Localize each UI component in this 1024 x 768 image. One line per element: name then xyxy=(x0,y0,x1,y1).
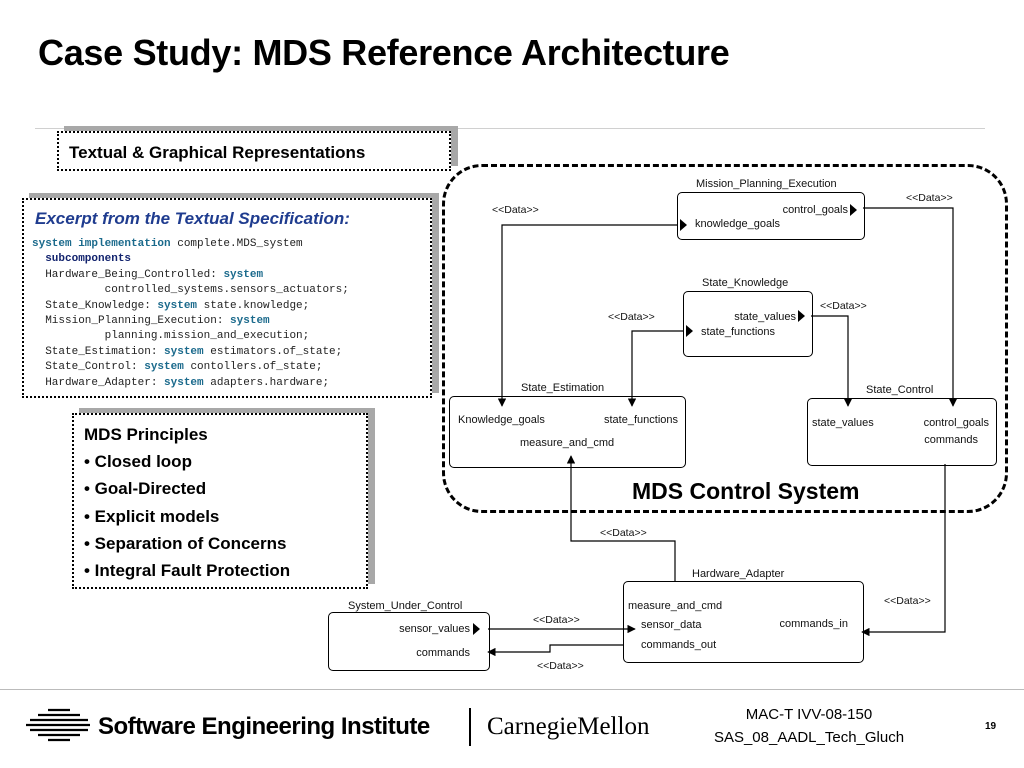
port-label: control_goals xyxy=(782,204,848,216)
port-label: knowledge_goals xyxy=(695,218,781,230)
block-title-se: State_Estimation xyxy=(521,382,605,394)
data-stereotype: <<Data>> xyxy=(533,614,580,626)
block-hardware-adapter: measure_and_cmd sensor_data commands_out… xyxy=(623,581,864,663)
wire-control-goals xyxy=(863,207,958,407)
title-divider xyxy=(35,128,985,129)
block-state-knowledge: state_values state_functions xyxy=(683,291,813,357)
port-marker xyxy=(798,310,805,322)
block-title-mpe: Mission_Planning_Execution xyxy=(696,178,837,190)
spec-text: Mission_Planning_Execution: xyxy=(45,315,231,328)
cmu-wordmark: CarnegieMellon xyxy=(487,713,650,740)
page-number: 19 xyxy=(985,721,997,732)
doc-ref-id: MAC-T IVV-08-150 xyxy=(745,706,873,723)
data-stereotype: <<Data>> xyxy=(537,660,584,672)
sei-wordmark: Software Engineering Institute xyxy=(98,713,430,740)
principle-item: • Goal-Directed xyxy=(84,479,207,498)
wire-state-values xyxy=(811,315,853,407)
data-stereotype: <<Data>> xyxy=(820,300,867,312)
footer-separator xyxy=(469,708,471,746)
spec-text: adapters.hardware; xyxy=(203,376,330,389)
principle-item: • Integral Fault Protection xyxy=(84,561,291,580)
spec-keyword: system implementation xyxy=(32,238,171,250)
wire-knowledge-goals xyxy=(497,224,677,407)
principles-heading: MDS Principles xyxy=(84,425,208,444)
spec-text: controlled_systems.sensors_actuators; xyxy=(104,284,349,297)
wire-measure-and-cmd xyxy=(566,455,676,581)
port-marker xyxy=(473,623,480,635)
textual-graphical-label: Textual & Graphical Representations xyxy=(69,143,366,162)
port-label: sensor_data xyxy=(641,619,702,631)
data-stereotype: <<Data>> xyxy=(608,311,655,323)
block-title-sc: State_Control xyxy=(866,384,934,396)
principles-box: MDS Principles • Closed loop • Goal-Dire… xyxy=(72,413,368,589)
data-stereotype: <<Data>> xyxy=(884,595,931,607)
port-label: sensor_values xyxy=(399,623,470,635)
control-system-boundary xyxy=(442,164,1008,513)
data-stereotype: <<Data>> xyxy=(492,204,539,216)
block-system-under-control: sensor_values commands xyxy=(328,612,490,671)
port-label: measure_and_cmd xyxy=(628,600,723,612)
wire-commands xyxy=(861,464,946,637)
data-stereotype: <<Data>> xyxy=(906,192,953,204)
spec-text: Hardware_Being_Controlled: xyxy=(45,268,224,281)
principle-item: • Explicit models xyxy=(84,507,220,526)
port-label: state_values xyxy=(812,417,874,429)
spec-text: complete.MDS_system xyxy=(170,238,303,250)
spec-keyword: subcomponents xyxy=(45,253,132,266)
spec-text: estimators.of_state; xyxy=(203,345,343,358)
textual-spec-box: Excerpt from the Textual Specification: … xyxy=(22,198,432,398)
wire-commands-out xyxy=(487,644,623,657)
spec-keyword: system xyxy=(164,345,204,358)
port-label: commands_out xyxy=(641,639,717,651)
port-label: state_values xyxy=(734,311,796,323)
control-system-label: MDS Control System xyxy=(632,478,860,504)
spec-keyword: system xyxy=(144,361,184,374)
principle-item: • Separation of Concerns xyxy=(84,534,287,553)
block-title-suc: System_Under_Control xyxy=(348,600,463,612)
port-marker xyxy=(850,204,857,216)
port-marker xyxy=(680,219,687,231)
spec-text: State_Control: xyxy=(45,361,145,374)
block-title-ha: Hardware_Adapter xyxy=(692,568,785,580)
port-label: Knowledge_goals xyxy=(458,414,545,426)
spec-text: state.knowledge; xyxy=(197,299,310,312)
spec-keyword: system xyxy=(164,376,204,389)
port-label: commands xyxy=(416,647,470,659)
port-label: measure_and_cmd xyxy=(520,437,615,449)
spec-text: State_Knowledge: xyxy=(45,299,158,312)
port-label: state_functions xyxy=(604,414,678,426)
port-marker xyxy=(686,325,693,337)
textual-graphical-box: Textual & Graphical Representations xyxy=(57,131,451,171)
spec-text: Hardware_Adapter: xyxy=(45,376,165,389)
port-label: commands xyxy=(924,434,978,446)
spec-text: State_Estimation: xyxy=(45,345,165,358)
sei-logo-icon xyxy=(26,708,90,742)
slide-title: Case Study: MDS Reference Architecture xyxy=(38,32,730,73)
principle-item: • Closed loop xyxy=(84,452,192,471)
block-state-control: state_values control_goals commands xyxy=(807,398,997,466)
block-mission-planning-execution: control_goals knowledge_goals xyxy=(677,192,865,240)
port-label: commands_in xyxy=(779,618,848,630)
spec-text: contollers.of_state; xyxy=(183,361,323,374)
wire-state-functions xyxy=(627,330,683,407)
block-title-sk: State_Knowledge xyxy=(702,277,789,289)
spec-keyword: system xyxy=(223,268,264,281)
spec-keyword: system xyxy=(157,299,198,312)
spec-keyword: system xyxy=(230,315,270,328)
data-stereotype: <<Data>> xyxy=(600,527,647,539)
spec-header: Excerpt from the Textual Specification: xyxy=(35,209,350,228)
port-label: state_functions xyxy=(701,326,775,338)
footer-divider xyxy=(0,689,1024,690)
spec-text: planning.mission_and_execution; xyxy=(104,330,310,343)
port-label: control_goals xyxy=(923,417,989,429)
spec-code: system implementation complete.MDS_syste… xyxy=(32,237,349,391)
doc-ref-name: SAS_08_AADL_Tech_Gluch xyxy=(713,729,905,746)
